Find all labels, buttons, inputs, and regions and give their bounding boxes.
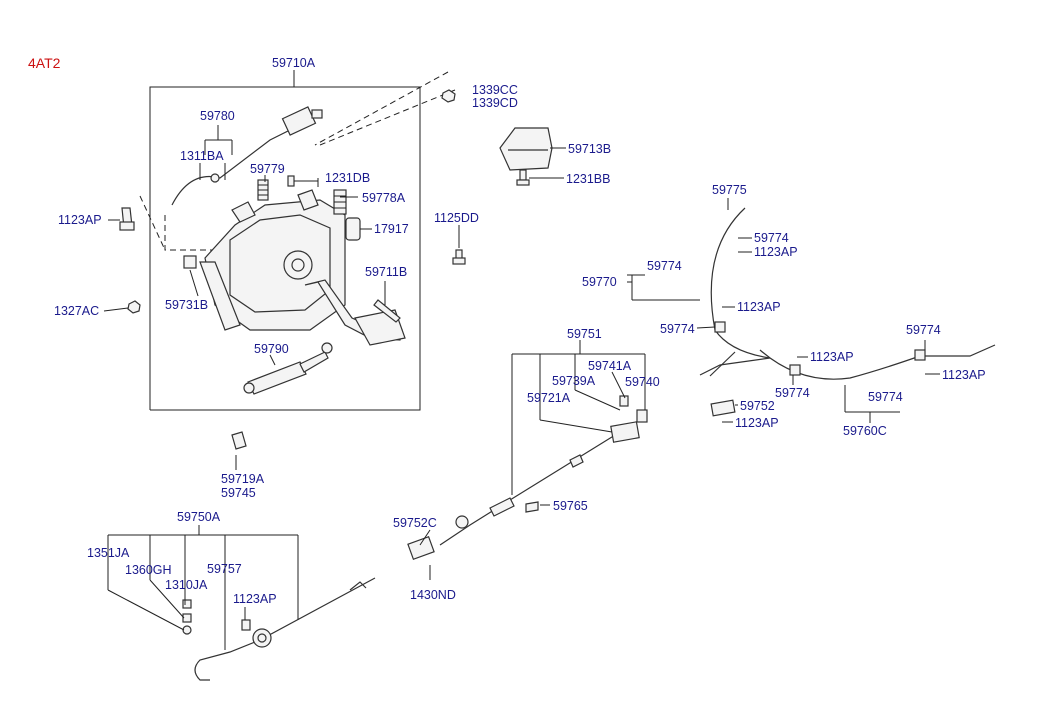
label-1123AP-e: 1123AP xyxy=(735,416,779,430)
pedal-assembly-box xyxy=(139,70,456,411)
pedal-bracket-part xyxy=(199,189,346,331)
cover-59713B xyxy=(499,127,553,171)
bolt-1231DB xyxy=(287,175,318,187)
label-59760C: 59760C xyxy=(843,424,887,438)
label-59778A: 59778A xyxy=(362,191,406,205)
bolt-1231BB xyxy=(516,169,530,186)
label-59770: 59770 xyxy=(582,275,617,289)
label-1123AP-left: 1123AP xyxy=(58,213,102,227)
label-59711B: 59711B xyxy=(365,265,407,279)
nut-1339CC xyxy=(441,89,456,103)
spring-59778A xyxy=(333,189,347,215)
label-59774-f: 59774 xyxy=(868,390,903,404)
label-1123AP-f: 1123AP xyxy=(233,592,277,606)
label-1311BA: 1311BA xyxy=(180,149,224,163)
label-59765: 59765 xyxy=(553,499,588,513)
label-59757: 59757 xyxy=(207,562,242,576)
label-59751: 59751 xyxy=(567,327,602,341)
label-1310JA: 1310JA xyxy=(165,578,208,592)
label-59774-c: 59774 xyxy=(660,322,695,336)
label-59774-b: 59774 xyxy=(647,259,682,273)
label-1339CD: 1339CD xyxy=(472,96,518,110)
part-labels: 59710A 1339CC 1339CD 59780 1311BA 59779 … xyxy=(54,56,986,606)
label-1123AP-c: 1123AP xyxy=(810,350,854,364)
damper-59790 xyxy=(243,342,333,395)
label-1327AC: 1327AC xyxy=(54,304,99,318)
label-59731B: 59731B xyxy=(165,298,208,312)
label-59721A: 59721A xyxy=(527,391,571,405)
label-59779: 59779 xyxy=(250,162,285,176)
label-1123AP-a: 1123AP xyxy=(754,245,798,259)
bolt-1123AP-left xyxy=(119,207,135,231)
label-1360GH: 1360GH xyxy=(125,563,172,577)
label-59740: 59740 xyxy=(625,375,660,389)
bolt-1125DD xyxy=(452,249,466,265)
cable-59780 xyxy=(171,106,323,206)
label-1123AP-d: 1123AP xyxy=(942,368,986,382)
pad-59731B xyxy=(183,255,197,269)
label-59710A: 59710A xyxy=(272,56,316,70)
label-1231BB: 1231BB xyxy=(566,172,610,186)
label-59790: 59790 xyxy=(254,342,289,356)
label-59780: 59780 xyxy=(200,109,235,123)
label-59719A: 59719A xyxy=(221,472,265,486)
label-59774-a: 59774 xyxy=(754,231,789,245)
label-59739A: 59739A xyxy=(552,374,596,388)
bushing-17917 xyxy=(345,217,361,241)
spring-59779 xyxy=(257,179,269,201)
pedal-pad-part xyxy=(373,299,401,323)
label-17917: 17917 xyxy=(374,222,409,236)
label-59750A: 59750A xyxy=(177,510,221,524)
clip-59719A xyxy=(231,431,247,450)
label-1123AP-b: 1123AP xyxy=(737,300,781,314)
label-1430ND: 1430ND xyxy=(410,588,456,602)
label-59745: 59745 xyxy=(221,486,256,500)
label-59774-d: 59774 xyxy=(906,323,941,337)
label-59774-e: 59774 xyxy=(775,386,810,400)
label-1125DD: 1125DD xyxy=(434,211,479,225)
label-59713B: 59713B xyxy=(568,142,611,156)
label-1231DB: 1231DB xyxy=(325,171,370,185)
leader-lines xyxy=(103,125,940,650)
cable-59750A xyxy=(182,577,376,681)
label-59752: 59752 xyxy=(740,399,775,413)
rear-cable-59770 xyxy=(699,207,996,417)
label-59752C: 59752C xyxy=(393,516,437,530)
nut-1327AC xyxy=(127,300,141,314)
front-cable-59751 xyxy=(407,395,648,561)
label-1339CC: 1339CC xyxy=(472,83,518,97)
diagram-code: 4AT2 xyxy=(28,55,61,71)
label-1351JA: 1351JA xyxy=(87,546,130,560)
label-59775: 59775 xyxy=(712,183,747,197)
label-59741A: 59741A xyxy=(588,359,632,373)
